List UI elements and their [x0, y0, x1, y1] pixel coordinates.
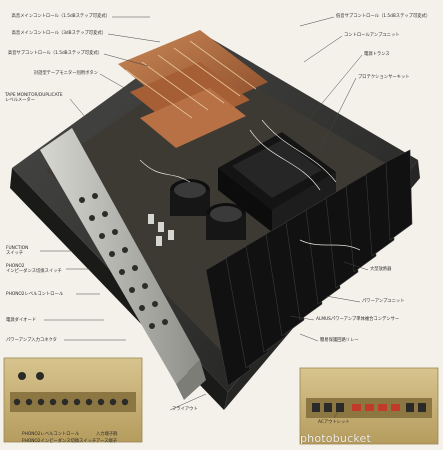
- label-line: PHONO2レベルコントロール: [22, 432, 80, 437]
- label-input-terminals: 入力端子群: [96, 432, 117, 437]
- label-line: 低音サブコントロール（1.5dBステップ可変式）: [336, 14, 431, 19]
- label-power-diode: 電源ダイオード: [6, 318, 36, 323]
- label-line: 高音メインコントロール（3dBステップ可変式）: [11, 31, 106, 36]
- label-line: 電源トランス: [364, 52, 390, 57]
- label-phono2-level-control: PHONO2レベルコントロール: [6, 292, 63, 297]
- label-tape-monitor-duplicate: TAPE MONITOR/DUPLICATE レベルメーター: [5, 93, 63, 103]
- label-line: フライアウト: [172, 407, 198, 412]
- label-line: PHONO2: [6, 264, 25, 269]
- label-treble-sub-control: 高音サブコントロール（1.5dBステップ可変式）: [2, 51, 102, 56]
- label-power-amp-unit: パワーアンプユニット: [362, 299, 405, 304]
- power-transformer: [218, 132, 336, 232]
- label-line: パワーアンプ入力コネクタ: [6, 338, 57, 343]
- label-line: 対話型テープモニター別用ボタン: [33, 71, 98, 76]
- label-line: 大型放熱器: [370, 267, 392, 272]
- label-line: 簡易保護回路リレー: [320, 338, 359, 343]
- label-line: PHONO2レベルコントロール: [6, 292, 64, 297]
- label-treble-main-control-3db: 高音メインコントロール（3dBステップ可変式）: [2, 31, 106, 36]
- rear-panel-inset-right: [299, 367, 439, 445]
- label-phono2-impedance-switch-rear: PHONO2インピーダンス切換スイッチ: [22, 439, 96, 444]
- label-line: 電源ダイオード: [6, 318, 37, 323]
- label-tape-monitor-button: 対話型テープモニター別用ボタン: [2, 71, 98, 76]
- label-protection-relay: 簡易保護回路リレー: [320, 338, 359, 343]
- wiring: [139, 119, 361, 251]
- label-ground-terminal: アース端子: [96, 439, 117, 444]
- label-line: FUNCTION: [6, 246, 29, 251]
- label-power-amp-capacitor: ALMUSパワーアンプ単体複合コンデンサー: [316, 317, 399, 322]
- label-phono2-level-control-rear: PHONO2レベルコントロール: [22, 432, 79, 437]
- label-line: アース端子: [96, 439, 118, 444]
- capacitors: [148, 179, 246, 246]
- label-phono2-impedance-switch: PHONO2 インピーダンス切換スイッチ: [6, 264, 62, 274]
- label-bass-sub-control: 低音サブコントロール（1.5dBステップ可変式）: [336, 14, 430, 19]
- label-line: TAPE MONITOR/DUPLICATE: [5, 93, 63, 98]
- label-line: 高音メインコントロール（1.5dBステップ可変式）: [11, 14, 110, 19]
- label-large-heatsink: 大型放熱器: [370, 267, 391, 272]
- label-line: ACアウトレット: [318, 420, 350, 425]
- label-fly-out: フライアウト: [172, 407, 198, 412]
- label-line: パワーアンプユニット: [362, 299, 405, 304]
- label-control-amp-unit: コントロールアンプユニット: [344, 33, 400, 38]
- label-protection-circuit: プロテクションサーキット: [358, 75, 410, 80]
- label-line: インピーダンス切換スイッチ: [6, 269, 62, 274]
- label-line: スイッチ: [6, 251, 24, 256]
- label-power-amp-input-connector: パワーアンプ入力コネクタ: [6, 338, 57, 343]
- label-line: ALMUSパワーアンプ単体複合コンデンサー: [316, 317, 400, 322]
- label-ac-outlet: ACアウトレット: [318, 420, 350, 425]
- label-line: レベルメーター: [5, 98, 36, 103]
- rear-panel-inset-left: [3, 357, 143, 443]
- rotary-switch-assembly: [118, 30, 268, 148]
- front-panel: [40, 128, 206, 400]
- label-function-switch: FUNCTION スイッチ: [6, 246, 28, 256]
- watermark: photobucket: [300, 432, 371, 445]
- label-line: プロテクションサーキット: [358, 75, 410, 80]
- label-line: 入力端子群: [96, 432, 118, 437]
- label-treble-main-control-15db: 高音メインコントロール（1.5dBステップ可変式）: [2, 14, 110, 19]
- leader-lines: [40, 16, 369, 419]
- label-power-transformer: 電源トランス: [364, 52, 390, 57]
- label-line: 高音サブコントロール（1.5dBステップ可変式）: [7, 51, 102, 56]
- heatsink: [205, 149, 413, 387]
- label-line: コントロールアンプユニット: [344, 33, 400, 38]
- label-line: PHONO2インピーダンス切換スイッチ: [22, 439, 97, 444]
